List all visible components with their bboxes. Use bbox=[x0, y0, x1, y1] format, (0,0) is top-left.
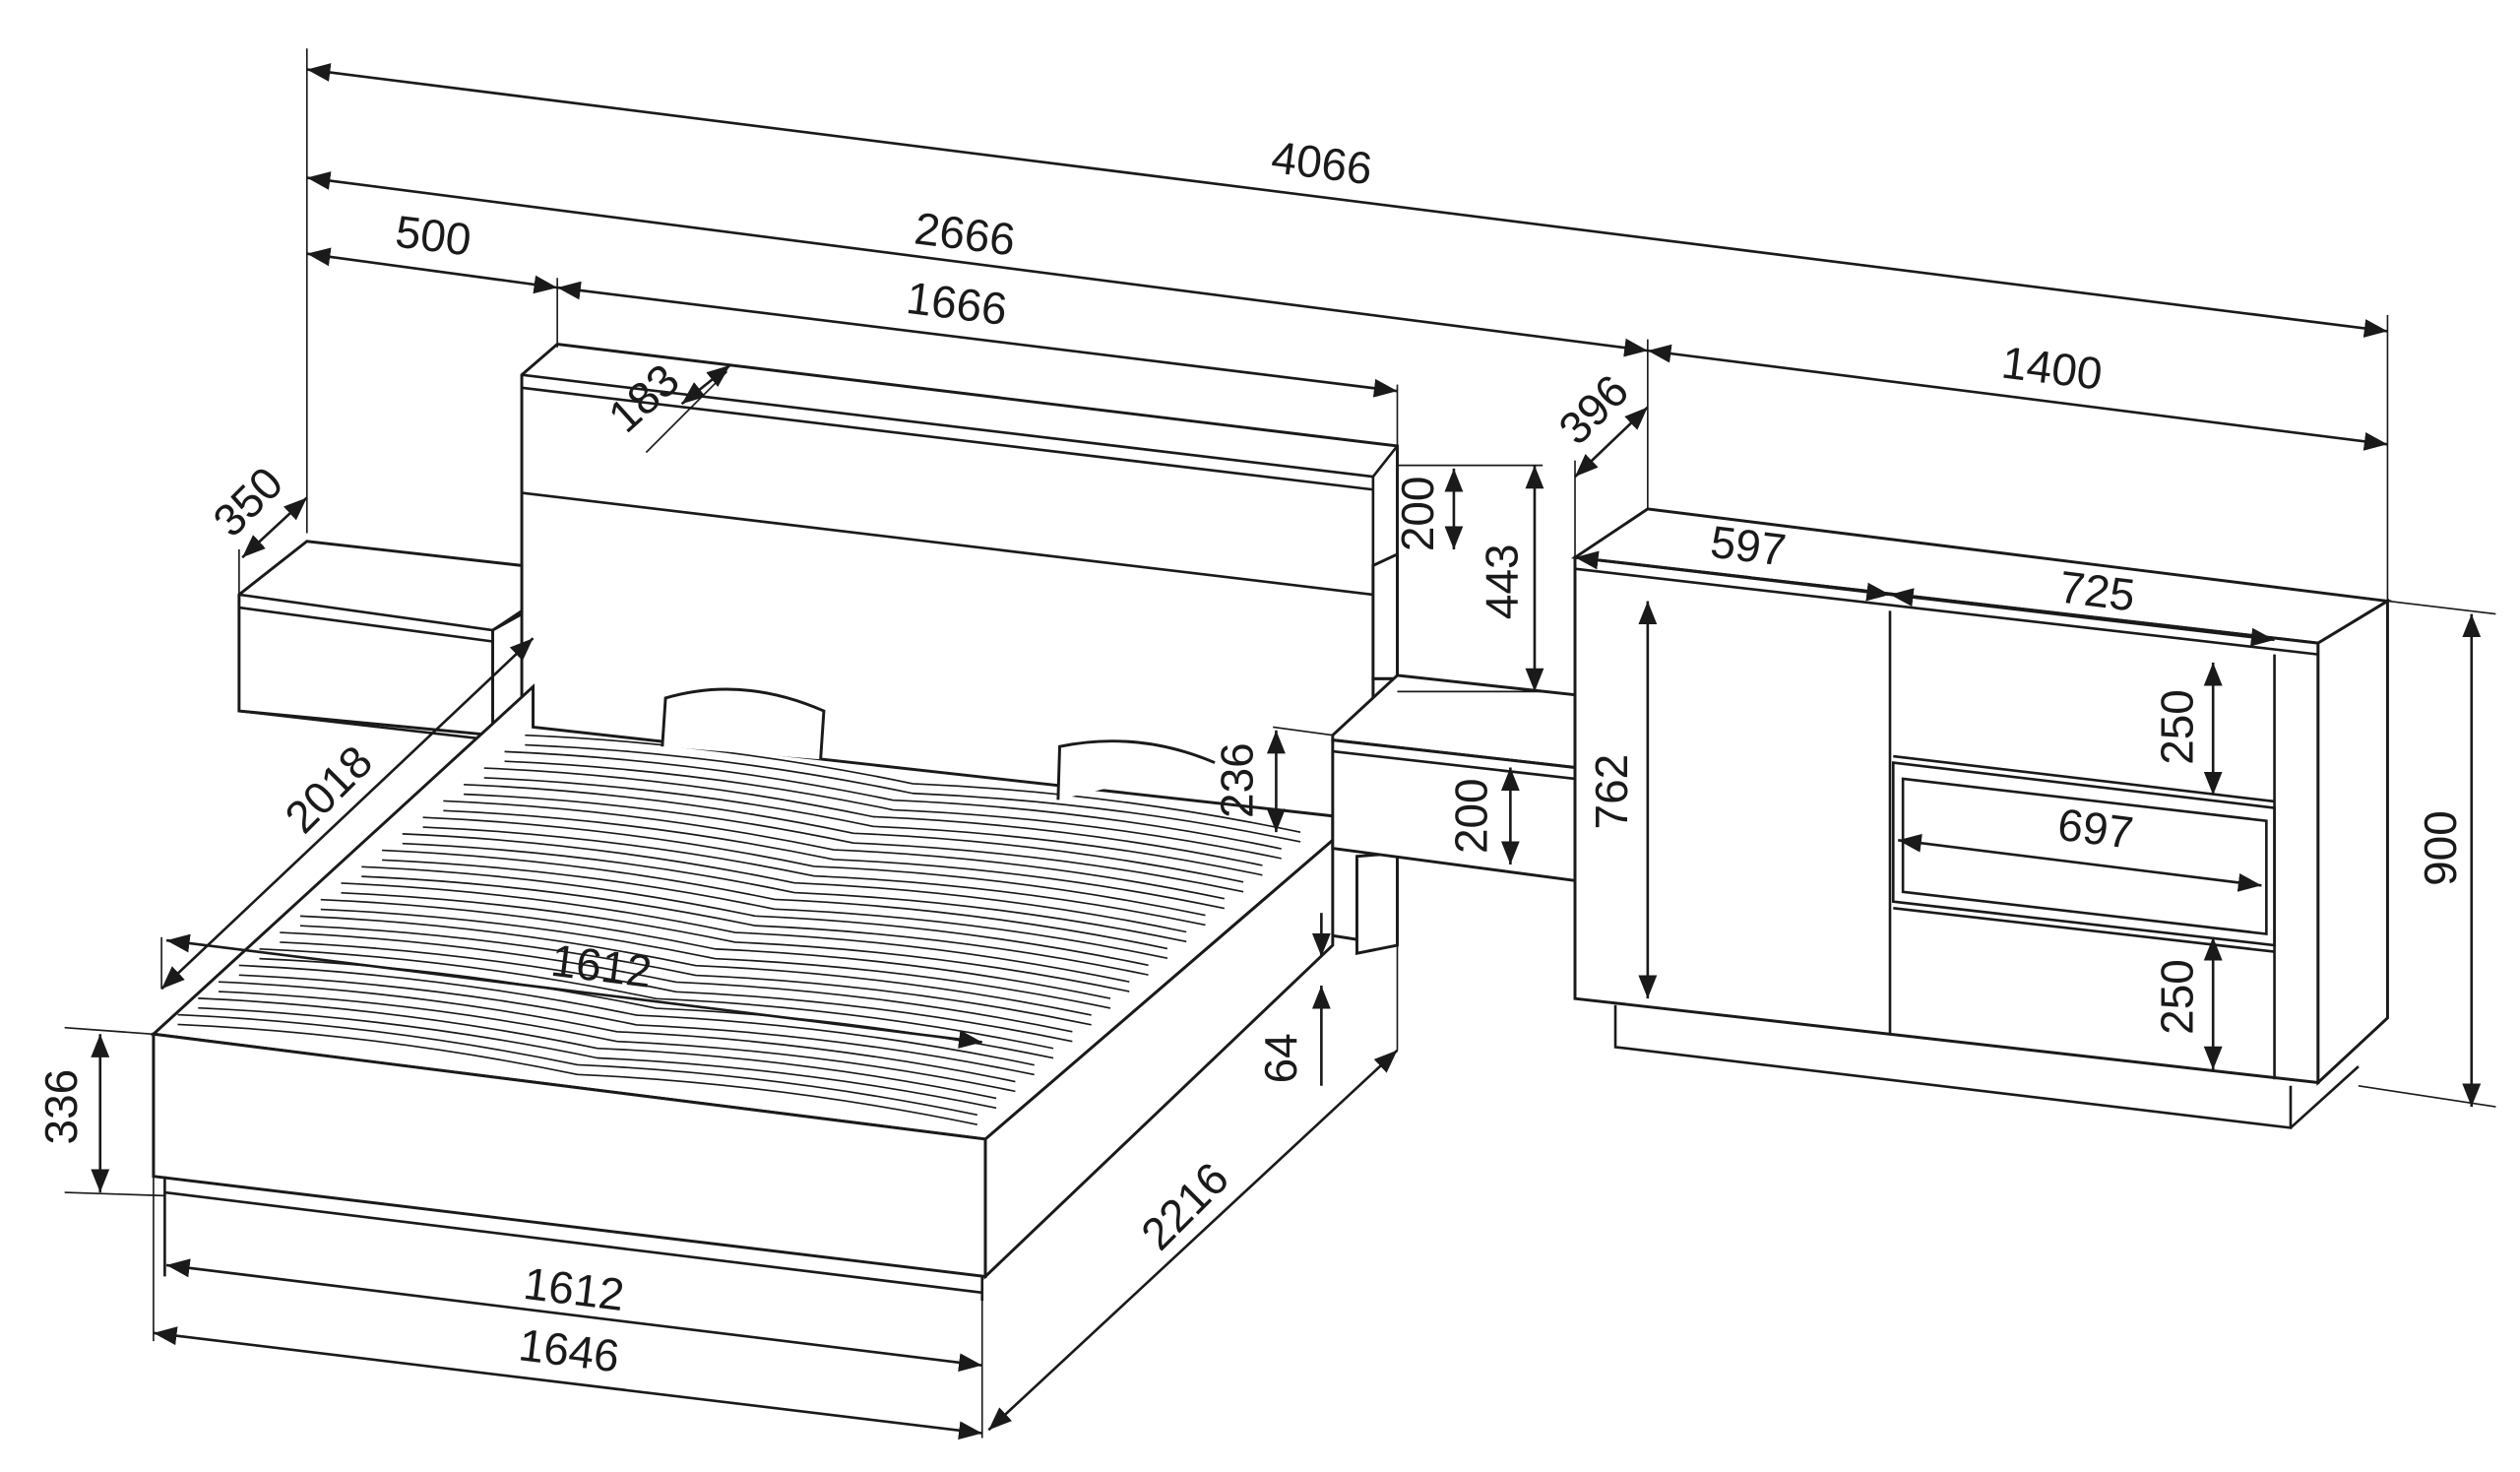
dim-headboard-top-height: 443 bbox=[1477, 544, 1528, 619]
dim-headboard-shelf-height: 200 bbox=[1392, 477, 1443, 552]
bed-slat bbox=[483, 777, 1263, 876]
dim-headboard-width: 1666 bbox=[904, 272, 1010, 335]
bed-slat bbox=[504, 760, 1282, 860]
dim-left-door-width: 597 bbox=[1708, 516, 1789, 576]
dim-bed-nightstands-width: 2666 bbox=[912, 202, 1018, 265]
dim-bed-total-length: 2216 bbox=[1131, 1152, 1238, 1259]
left-nightstand bbox=[237, 540, 524, 741]
dim-bed-leg-height: 64 bbox=[1255, 1033, 1306, 1083]
bed-slat bbox=[464, 793, 1244, 893]
dim-bed-frame-height: 336 bbox=[35, 1069, 87, 1145]
dim-right-section-width: 725 bbox=[2056, 561, 2137, 621]
dim-door-height: 762 bbox=[1586, 754, 1637, 830]
dim-bed-inner-width-bottom: 1612 bbox=[521, 1257, 627, 1320]
dim-drawer-height-top: 250 bbox=[2152, 689, 2203, 765]
dimension-lines bbox=[91, 63, 2482, 1440]
dim-open-shelf-width: 697 bbox=[2055, 799, 2136, 859]
sideboard bbox=[1570, 507, 2392, 1129]
headboard-bracket-right bbox=[1056, 739, 1216, 800]
bed-slat bbox=[504, 750, 1282, 850]
dimension-labels: 4066 2666 500 1666 1400 183 350 200 443 … bbox=[35, 131, 2466, 1381]
dim-drawer-height-bottom: 250 bbox=[2152, 959, 2203, 1035]
bed-slat bbox=[525, 743, 1301, 843]
dim-total-width: 4066 bbox=[1269, 131, 1375, 194]
dim-nightstand-height: 200 bbox=[1445, 778, 1496, 854]
dim-nightstand-depth: 350 bbox=[203, 457, 292, 546]
dim-nightstand-width: 500 bbox=[393, 206, 473, 266]
dim-bed-inner-length: 2018 bbox=[275, 736, 382, 843]
dim-bed-total-width: 1646 bbox=[516, 1318, 622, 1381]
bed-slat bbox=[464, 783, 1244, 883]
dim-sideboard-width: 1400 bbox=[1999, 337, 2106, 400]
bed-slat bbox=[525, 734, 1301, 833]
bed-slat bbox=[483, 767, 1263, 866]
bed-slat bbox=[422, 826, 1206, 927]
dim-sideboard-height: 900 bbox=[2415, 810, 2466, 886]
bed-slat bbox=[443, 800, 1225, 900]
dim-nightstand-mount-height: 236 bbox=[1211, 742, 1262, 818]
bed-slat bbox=[443, 809, 1225, 910]
dim-sideboard-depth: 396 bbox=[1548, 364, 1638, 454]
headboard-bracket-left bbox=[661, 687, 826, 760]
dim-bed-inner-width-top: 1612 bbox=[548, 934, 655, 997]
bed-slat bbox=[422, 816, 1206, 917]
